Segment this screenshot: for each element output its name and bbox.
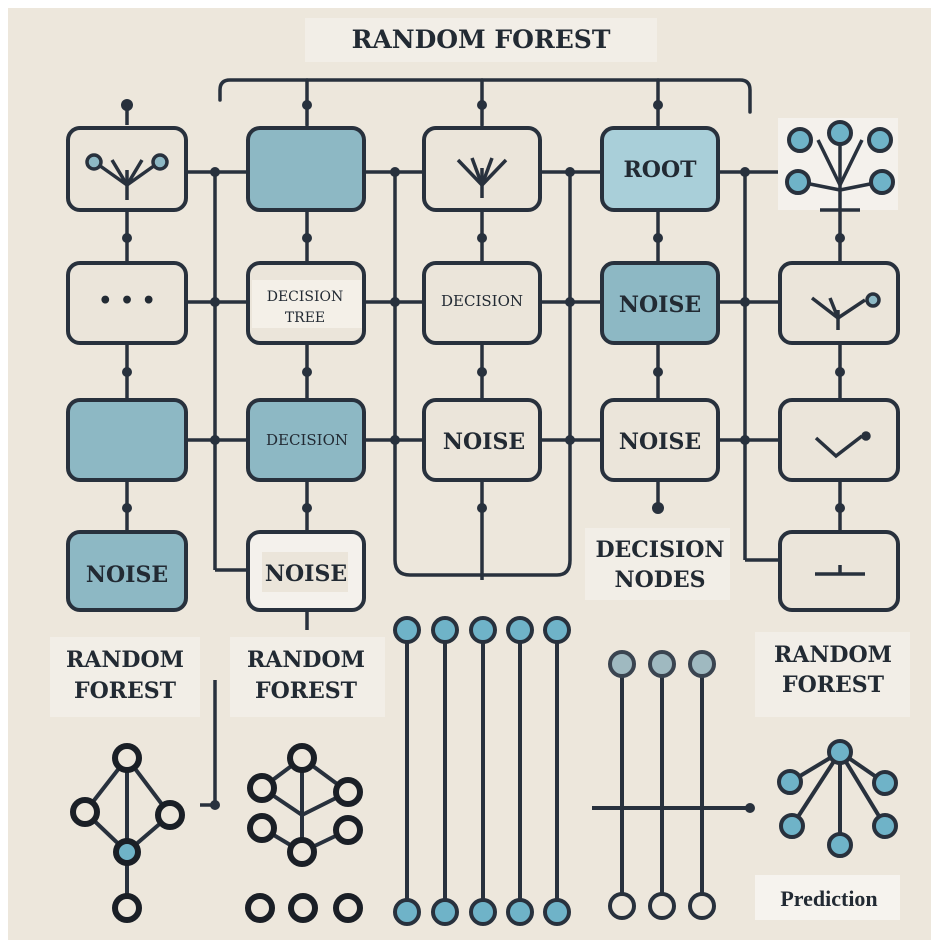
box-r2c2-label-line2: TREE xyxy=(285,310,325,326)
rf-mid-line1: RANDOM xyxy=(247,647,365,673)
tree-icon xyxy=(85,153,169,200)
rf-left-line2: FOREST xyxy=(74,678,177,704)
rf-left-bg xyxy=(50,637,200,717)
box-r3c3-label: NOISE xyxy=(443,429,525,455)
branch-icon xyxy=(456,157,508,198)
rf-right-line1: RANDOM xyxy=(774,642,892,668)
prediction-tree xyxy=(777,739,898,858)
decision-nodes-line1: DECISION xyxy=(595,537,724,563)
bracket-junctions xyxy=(121,99,663,111)
parallel-trees xyxy=(393,616,571,926)
graph-network-1 xyxy=(70,743,185,923)
box-r2c4-label: NOISE xyxy=(619,292,701,318)
prediction-label-bg xyxy=(755,875,900,920)
rf-right-line2: FOREST xyxy=(782,672,885,698)
box-r1c1 xyxy=(66,126,188,212)
stub-icon xyxy=(815,565,865,576)
box-r3c1 xyxy=(66,398,188,482)
box-r4c1 xyxy=(66,530,188,612)
decision-tree-label-bg xyxy=(252,280,362,328)
diagram-title: RANDOM FOREST xyxy=(352,25,611,54)
box-r3c5 xyxy=(778,398,900,482)
box-r3c2 xyxy=(246,398,366,482)
network-tree-icon xyxy=(778,118,898,212)
box-r2c5 xyxy=(778,261,900,345)
noise-label-bg xyxy=(262,552,348,592)
prediction-label: Prediction xyxy=(780,886,877,911)
check-branch-icon xyxy=(814,431,871,459)
box-r3c4 xyxy=(600,398,720,482)
decision-nodes-bg xyxy=(585,528,730,600)
rf-right-bg xyxy=(755,632,910,717)
box-r2c3-label: DECISION xyxy=(441,292,523,310)
aggregation-lines xyxy=(592,650,755,920)
box-r2c3 xyxy=(422,261,542,345)
box-r2c4 xyxy=(600,261,720,345)
graph-network-2 xyxy=(245,743,363,923)
branch-icon-small xyxy=(810,292,881,330)
box-r3c2-label: DECISION xyxy=(266,431,348,449)
box-r1c2 xyxy=(246,126,366,212)
junction-dots xyxy=(122,167,845,810)
box-r1c4 xyxy=(600,126,720,212)
box-r4c1-label: NOISE xyxy=(86,562,168,588)
box-r2c1 xyxy=(66,261,188,345)
row1-boxes xyxy=(66,126,720,212)
title-banner xyxy=(305,18,657,62)
box-r4c2-label: NOISE xyxy=(265,561,347,587)
rf-mid-bg xyxy=(230,637,385,717)
rf-mid-line2: FOREST xyxy=(255,678,358,704)
box-r3c4-label: NOISE xyxy=(619,429,701,455)
decision-nodes-line2: NODES xyxy=(614,567,705,593)
rf-left-line1: RANDOM xyxy=(66,647,184,673)
box-r2c2-label-line1: DECISION xyxy=(267,289,344,305)
row3-boxes xyxy=(66,398,900,482)
box-r3c3 xyxy=(422,398,542,482)
box-r1c4-label: ROOT xyxy=(624,157,698,183)
box-r2c1-label: • • • xyxy=(98,288,156,314)
